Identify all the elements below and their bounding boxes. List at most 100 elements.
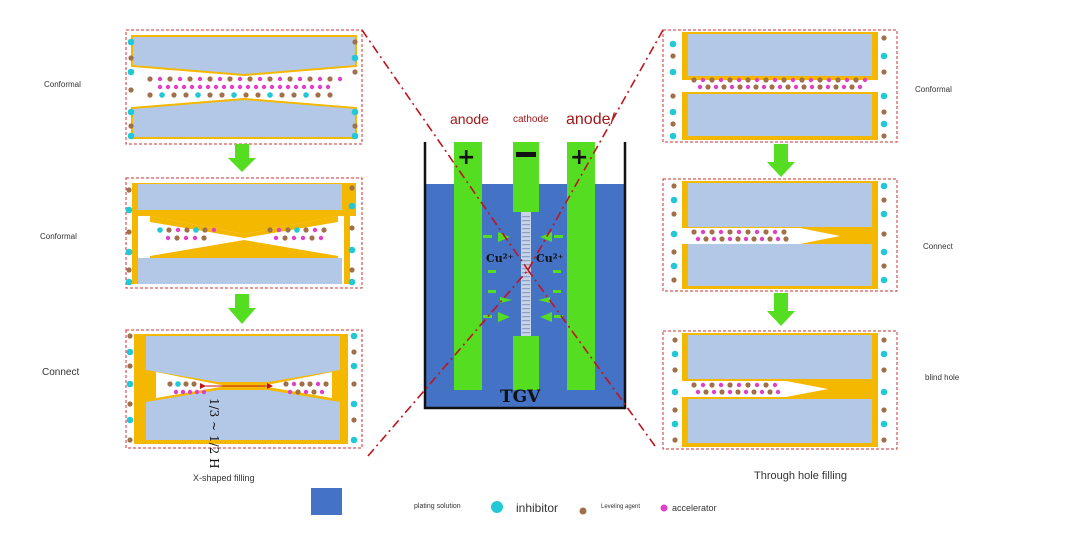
leveling-particle [709,77,715,83]
accelerator-particle [761,84,767,90]
leveling-particle [751,389,757,395]
via-line [522,300,530,302]
right-caption: Through hole filling [754,470,847,482]
leveling-particle [351,417,357,423]
accelerator-particle [180,389,186,395]
accelerator-particle [695,389,701,395]
accelerator-particle [277,84,283,90]
inhibitor-particle [350,362,358,370]
legend-leveling: Leveling agent [601,504,640,510]
accelerator-particle [775,236,781,242]
leveling-particle [833,84,839,90]
leveling-particle [763,382,769,388]
leveling-particle [201,235,207,241]
leveling-particle [881,109,887,115]
accelerator-particle [237,76,243,82]
inhibitor-particle [880,182,888,190]
accelerator-particle [157,76,163,82]
via-line [522,292,530,294]
tank-wall [423,142,627,410]
accelerator-particle [192,235,198,241]
leveling-particle [291,92,297,98]
leveling-particle [127,401,133,407]
leveling-particle [881,69,887,75]
inhibitor-particle [669,40,677,48]
accelerator-particle [257,76,263,82]
leveling-particle [267,227,273,233]
leveling-particle [671,277,677,283]
accelerator-particle [718,229,724,235]
leveling-particle [243,92,249,98]
via-line [522,228,530,230]
leveling-particle [751,236,757,242]
accelerator-particle [312,227,318,233]
inhibitor-particle [126,348,134,356]
leveling-particle [279,92,285,98]
accelerator-particle [777,84,783,90]
accelerator-particle [772,382,778,388]
inhibitor-particle [231,92,237,98]
leveling-particle [881,231,887,237]
accelerator-particle [844,77,850,83]
leveling-particle [187,76,193,82]
leveling-particle [763,229,769,235]
leveling-particle [672,407,678,413]
leveling-particle [881,197,887,203]
accelerator-particle [229,84,235,90]
leveling-particle [881,367,887,373]
leveling-particle [691,382,697,388]
accelerator-particle [201,389,207,395]
left-panel-3-label: Connect [42,367,79,378]
leveling-particle [801,84,807,90]
accelerator-particle [695,236,701,242]
leveling-particle [285,227,291,233]
leveling-particle [727,229,733,235]
left-panel-1-label: Conformal [44,80,81,89]
legend-plating-swatch [311,488,342,515]
leveling-particle [127,437,133,443]
leveling-particle [727,77,733,83]
leveling-particle [352,39,358,45]
anode-left-plus: + [457,145,475,170]
leveling-particle [351,349,357,355]
leveling-particle [783,236,789,242]
via-line [522,216,530,218]
leveling-particle [191,381,197,387]
left-caption: X-shaped filling [193,473,255,483]
via-line [522,260,530,262]
accelerator-particle [772,77,778,83]
via-array [522,216,530,334]
inhibitor-particle [125,206,133,214]
leveling-particle [737,84,743,90]
accelerator-particle [793,84,799,90]
leveling-particle [817,77,823,83]
accelerator-particle [325,84,331,90]
via-line [522,268,530,270]
leveling-particle [781,77,787,83]
accelerator-particle [253,84,259,90]
accelerator-particle [300,235,306,241]
accelerator-particle [157,84,163,90]
accelerator-particle [743,236,749,242]
leveling-particle [128,123,134,129]
leveling-particle [167,381,173,387]
right-panel-3-label: blind hole [925,373,960,382]
leveling-particle [763,77,769,83]
leveling-particle [691,229,697,235]
leveling-particle [167,76,173,82]
inhibitor-particle [350,400,358,408]
leveling-particle [174,235,180,241]
via-line [522,248,530,250]
left-panel-connect [125,329,363,449]
accelerator-particle [711,389,717,395]
accelerator-particle [303,389,309,395]
accelerator-particle [309,84,315,90]
inhibitor-particle [670,196,678,204]
inhibitor-particle [157,227,163,233]
accelerator-particle [273,235,279,241]
leveling-particle [753,84,759,90]
accelerator-particle [809,84,815,90]
leveling-particle [202,227,208,233]
via-line [522,304,530,306]
via-line [522,280,530,282]
